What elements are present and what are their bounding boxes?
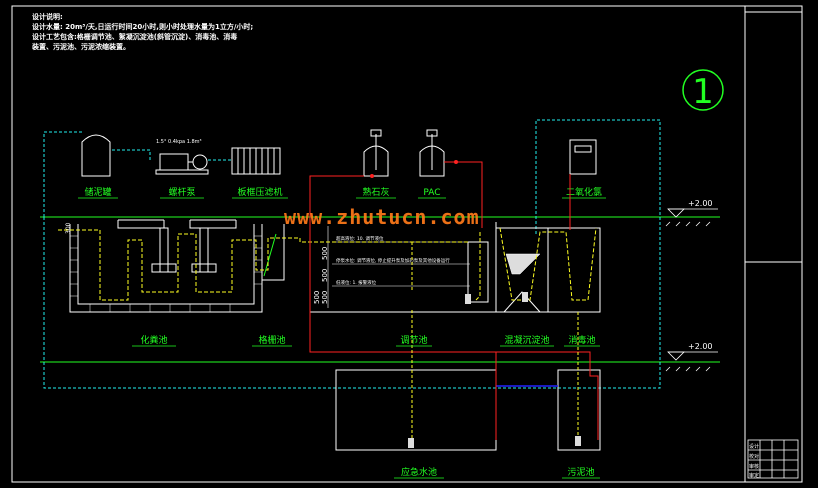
dimension-label: 300 (65, 222, 72, 234)
sludge-pool-label: 污泥池 (567, 466, 594, 478)
dosing-pipe-lime (309, 175, 599, 440)
dimension-label: 500 (321, 269, 329, 282)
design-notes: 设计说明: 设计水量: 20m³/天,日运行时间20小时,则小时处理水量为1立方… (32, 12, 253, 52)
grille-tank-label: 格栅池 (258, 334, 285, 346)
lime-tank-icon (363, 129, 389, 177)
septic-tank-label: 化粪池 (140, 334, 167, 346)
dimension-label: 500 (321, 291, 329, 304)
design-notes-title: 设计说明: (32, 13, 63, 21)
sludge-tank-icon (81, 134, 111, 177)
sludge-feed-pipe (112, 149, 232, 162)
grille-screen (263, 233, 277, 277)
pac-label: PAC (423, 188, 440, 198)
level-label-upper: +2.00 (688, 199, 713, 208)
screw-pump-icon (155, 153, 209, 175)
lime-label: 熟石灰 (362, 186, 389, 198)
title-block-cell: 设计 (749, 443, 759, 450)
sludge-tank-label: 储泥罐 (84, 186, 111, 198)
septic-tank-walls (69, 219, 263, 313)
watermark: www.zhutucn.com (284, 205, 480, 229)
valve-icon (370, 160, 458, 178)
process-flow-line (58, 227, 597, 301)
title-block-cell: 校对 (749, 453, 759, 460)
title-block-cell: 审核 (749, 463, 759, 470)
disinfection-tank-label: 消毒池 (568, 334, 595, 346)
regulating-tank-label: 调节池 (400, 334, 427, 346)
chlorine-dioxide-label: 二氧化氯 (566, 186, 602, 198)
design-notes-line-2: 设计工艺包含:格栅调节池、絮凝沉淀池(斜管沉淀)、消毒池、消毒 (32, 33, 238, 41)
regulating-note-high: 超高液位: 10. 调节液位 (336, 235, 384, 242)
sedimentation-tank-label: 混凝沉淀池 (504, 334, 549, 346)
level-marker-upper (665, 208, 718, 227)
sludge-return-pipe (43, 119, 661, 389)
emergency-tank-label: 应急水池 (401, 466, 437, 478)
design-notes-line-1: 设计水量: 20m³/天,日运行时间20小时,则小时处理水量为1立方/小时; (32, 23, 254, 31)
submersible-pump-icon (408, 292, 581, 448)
chlorine-dioxide-generator-icon (569, 139, 597, 175)
level-label-lower: +2.00 (688, 342, 713, 351)
inclined-tube-pack (505, 253, 541, 275)
emergency-tank-walls (335, 369, 497, 451)
drawing-border (11, 5, 803, 483)
title-block-cell: 审定 (749, 472, 759, 479)
design-notes-line-3: 装置、污泥池、污泥浓缩装置。 (32, 43, 130, 51)
dimension-label: 500 (313, 291, 321, 304)
filter-press-icon (231, 147, 281, 175)
grille-tank-walls (261, 224, 285, 281)
sludge-tank-walls (557, 369, 601, 451)
pac-tank-icon (419, 129, 445, 177)
sheet-number-circle (682, 69, 724, 111)
sheet-number: 1 (692, 72, 714, 112)
filter-press-label: 板框压滤机 (237, 186, 282, 198)
regulating-level-lines (332, 241, 470, 287)
screw-pump-label: 螺杆泵 (168, 186, 195, 198)
title-block (747, 439, 799, 479)
brick-hatching (70, 235, 262, 312)
regulating-note-stop: 停泵水位: 调节液位, 停止提升泵及加药泵及其他设备运行 (336, 257, 450, 264)
dimension-label: 500 (321, 247, 329, 260)
pump-spec-note: 1.5° 0.4kpa 1.8m³ (156, 139, 202, 145)
regulating-note-low: 低液位: 1. 报警液位 (336, 279, 377, 286)
level-marker-lower (665, 351, 718, 372)
